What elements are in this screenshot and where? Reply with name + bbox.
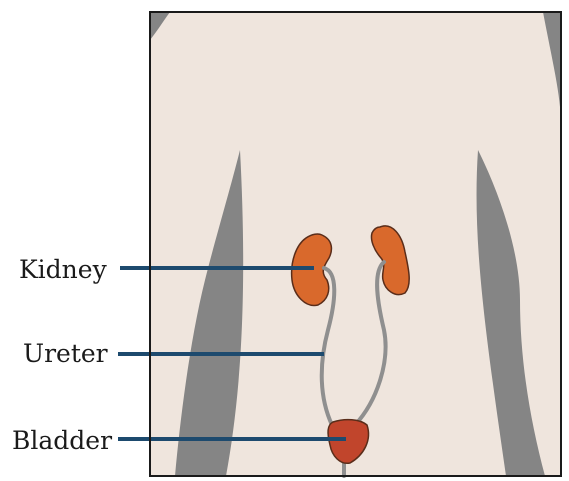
ureter-leader-line: [118, 352, 324, 356]
bladder-label: Bladder: [12, 428, 112, 453]
bladder-leader-line: [118, 437, 346, 441]
ureter-label: Ureter: [23, 341, 108, 366]
kidney-label: Kidney: [19, 257, 107, 282]
